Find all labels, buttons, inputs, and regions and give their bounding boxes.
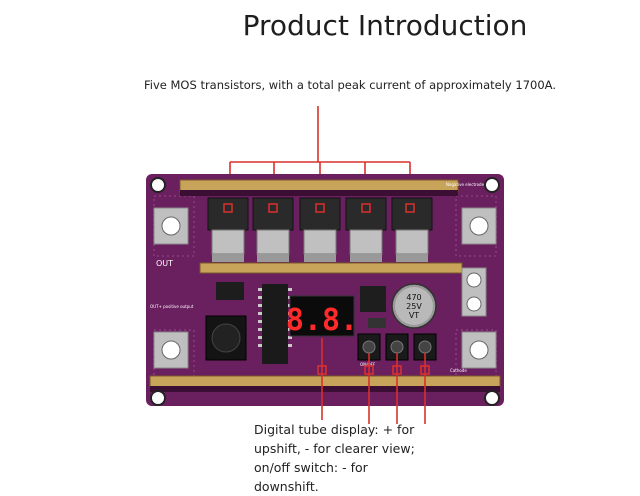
small-chip <box>216 282 244 300</box>
label-positive: OUT+ positive output <box>150 304 194 309</box>
display-digits: 8.8. <box>286 303 358 338</box>
label-out: OUT <box>156 259 173 268</box>
bottom-caption: Digital tube display: + for upshift, - f… <box>254 422 415 494</box>
capacitor-label-2: 25V <box>406 302 422 311</box>
driver-chip <box>360 286 386 312</box>
middle-busbar <box>199 262 463 274</box>
label-negative: Negative electrode <box>446 182 485 187</box>
ic-chip <box>258 284 292 364</box>
digital-tube-display: 8.8. <box>286 295 358 338</box>
capacitor: 470 25V VT <box>391 283 437 329</box>
page-title: Product Introduction <box>242 9 528 42</box>
bottom-callout-lines <box>317 338 430 424</box>
pcb-illustration: OUT Negative electrode OUT+ positive out… <box>146 106 504 424</box>
bottom-busbar <box>149 375 501 388</box>
mounting-holes <box>150 177 500 406</box>
top-caption: Five MOS transistors, with a total peak … <box>144 78 556 92</box>
label-cathode: Cathode <box>450 368 467 373</box>
mos-transistors <box>207 197 433 262</box>
capacitor-label-3: VT <box>409 311 419 320</box>
terminal-pads <box>153 207 497 369</box>
label-onoff: ON/OFF <box>360 362 376 367</box>
capacitor-label-1: 470 <box>406 293 421 302</box>
